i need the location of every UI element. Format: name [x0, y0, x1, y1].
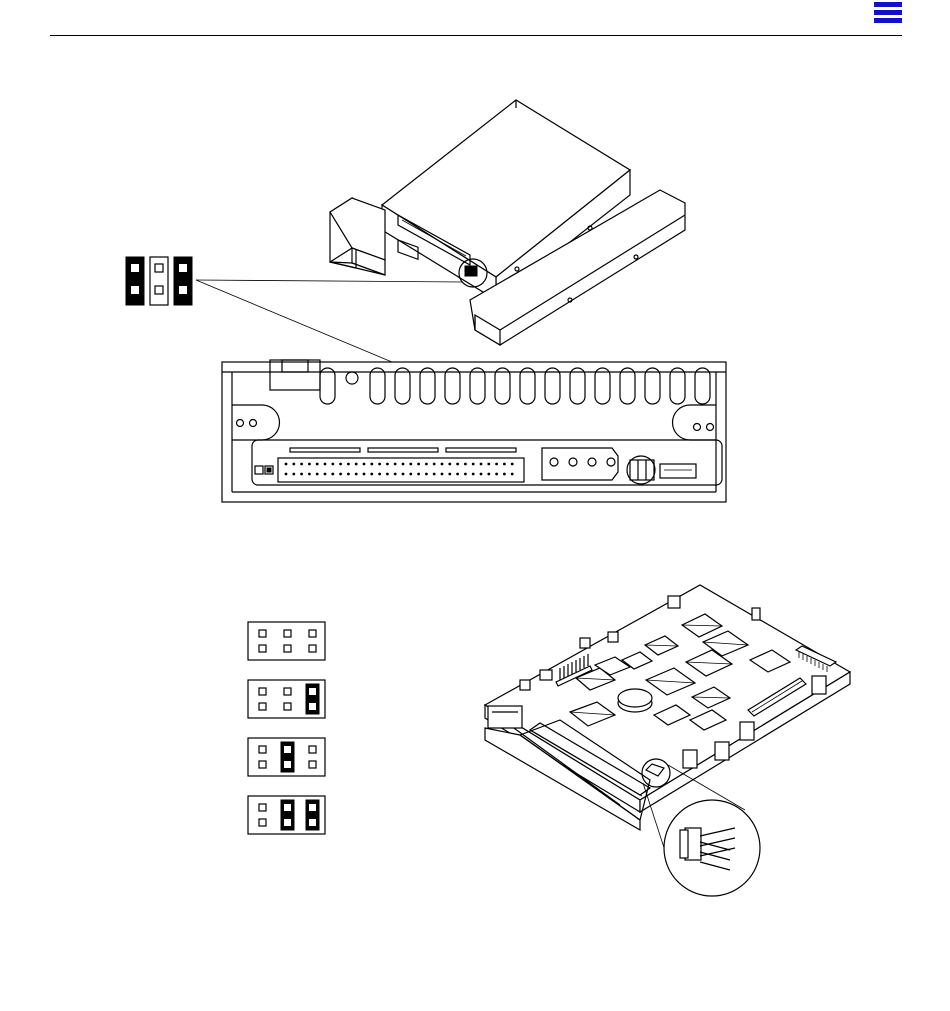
scsi-pin — [324, 463, 326, 465]
scsi-pin — [465, 473, 467, 475]
scsi-pin — [379, 463, 381, 465]
scsi-pin — [355, 473, 357, 475]
scsi-pin — [355, 463, 357, 465]
scsi-pin — [472, 473, 474, 475]
scsi-pin — [496, 473, 498, 475]
drive-rear-panel — [222, 360, 726, 502]
scsi-pin — [293, 473, 295, 475]
scsi-pin — [433, 463, 435, 465]
scsi-pin — [418, 463, 420, 465]
circuit-board-illustration — [485, 585, 850, 896]
scsi-pin — [449, 473, 451, 475]
scsi-pin — [418, 473, 420, 475]
scsi-pin — [457, 473, 459, 475]
scsi-pin — [379, 473, 381, 475]
scsi-pin — [324, 473, 326, 475]
callout-pin-column — [174, 257, 192, 305]
jumper-setting-3 — [248, 738, 325, 776]
scsi-pin — [301, 473, 303, 475]
scsi-pin — [410, 473, 412, 475]
scsi-pin — [511, 473, 513, 475]
scsi-pin — [488, 473, 490, 475]
scsi-pin — [348, 463, 350, 465]
scsi-pin — [387, 463, 389, 465]
scsi-pin — [301, 463, 303, 465]
scsi-pin — [371, 473, 373, 475]
scsi-pin — [410, 463, 412, 465]
scsi-pin — [363, 473, 365, 475]
scsi-pin — [441, 463, 443, 465]
scsi-pin — [293, 463, 295, 465]
scsi-pin — [480, 463, 482, 465]
scsi-pin — [426, 473, 428, 475]
scsi-pin — [472, 463, 474, 465]
scsi-pin — [387, 473, 389, 475]
jumper-setting-4 — [248, 796, 325, 834]
jumper-settings-list — [248, 622, 325, 834]
scsi-pin — [332, 463, 334, 465]
drive-in-bracket-illustration — [330, 100, 685, 345]
jumper-callout-enlarged — [126, 257, 192, 305]
scsi-pin — [488, 463, 490, 465]
scsi-pin — [457, 463, 459, 465]
scsi-pin — [340, 473, 342, 475]
scsi-pin — [332, 473, 334, 475]
scsi-pin — [402, 473, 404, 475]
scsi-pin — [441, 473, 443, 475]
jumper-setting-2 — [248, 680, 325, 718]
scsi-pin — [340, 463, 342, 465]
scsi-pin — [309, 473, 311, 475]
scsi-pin — [426, 463, 428, 465]
scsi-pin — [285, 473, 287, 475]
jumper-setting-1 — [248, 622, 325, 660]
scsi-pin — [433, 473, 435, 475]
scsi-pin — [394, 473, 396, 475]
scsi-pin — [394, 463, 396, 465]
scsi-pin — [504, 473, 506, 475]
scsi-pin — [348, 473, 350, 475]
callout-pin-column — [150, 257, 168, 305]
scsi-pin — [316, 473, 318, 475]
scsi-pin — [309, 463, 311, 465]
scsi-pin — [496, 463, 498, 465]
scsi-pin — [316, 463, 318, 465]
scsi-pin — [511, 463, 513, 465]
scsi-pin — [285, 463, 287, 465]
scsi-pin — [465, 463, 467, 465]
scsi-pin — [480, 473, 482, 475]
scsi-pin — [504, 463, 506, 465]
scsi-pin — [402, 463, 404, 465]
callout-pin-column — [126, 257, 144, 305]
scsi-pin — [449, 463, 451, 465]
scsi-pin — [371, 463, 373, 465]
scsi-pin — [363, 463, 365, 465]
callout-line-upper — [196, 280, 462, 282]
